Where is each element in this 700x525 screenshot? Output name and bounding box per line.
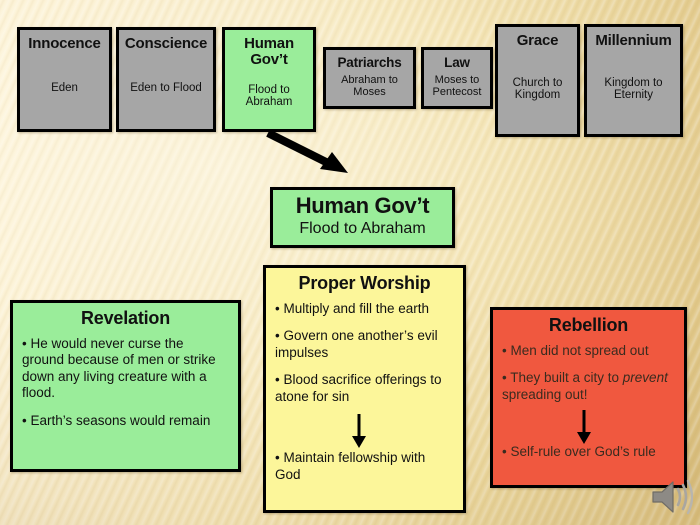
era-title: Grace: [516, 32, 559, 49]
era-title: Millennium: [595, 32, 672, 49]
era-title: Innocence: [28, 35, 101, 52]
panel-bullet-text-post: spreading out!: [502, 386, 588, 402]
panel-arrow-slot: [502, 410, 675, 445]
headline-subtitle: Flood to Abraham: [299, 220, 426, 238]
panel-bullet: • He would never curse the ground becaus…: [22, 335, 216, 401]
panel-title: Proper Worship: [298, 273, 431, 293]
panel-bullet: • Blood sacrifice offerings to atone for…: [275, 372, 442, 404]
era-subtitle: Eden: [51, 82, 78, 95]
panel-bullet: • Self-rule over God’s rule: [502, 444, 656, 460]
arrow-down-icon: [352, 414, 366, 449]
panel-rebellion[interactable]: Rebellion • Men did not spread out • The…: [490, 307, 687, 488]
panel-bullet: • Men did not spread out: [502, 342, 649, 358]
panel-proper-worship[interactable]: Proper Worship • Multiply and fill the e…: [263, 265, 466, 513]
era-box-conscience[interactable]: Conscience Eden to Flood: [116, 27, 216, 132]
era-title: Patriarchs: [337, 55, 402, 70]
panel-arrow-slot: [275, 414, 454, 450]
panel-bullet: • Earth’s seasons would remain: [22, 412, 211, 428]
panel-revelation[interactable]: Revelation • He would never curse the gr…: [10, 300, 241, 472]
era-subtitle: Flood to Abraham: [245, 83, 293, 109]
panel-bullet-text-pre: • They built a city to: [502, 370, 623, 386]
panel-bullet-emphasis: prevent: [622, 370, 668, 386]
headline-box-human-govt[interactable]: Human Gov’t Flood to Abraham: [270, 187, 455, 248]
panel-bullet: • They built a city to prevent spreading…: [502, 370, 675, 403]
era-subtitle: Church to Kingdom: [512, 76, 563, 102]
era-title: Law: [444, 55, 470, 70]
era-subtitle: Eden to Flood: [130, 82, 202, 95]
panel-bullet: • Maintain fellowship with God: [275, 450, 426, 482]
era-box-law[interactable]: Law Moses to Pentecost: [421, 47, 493, 109]
era-subtitle: Moses to Pentecost: [432, 74, 482, 99]
era-subtitle: Kingdom to Eternity: [604, 76, 663, 102]
speaker-icon[interactable]: [649, 477, 693, 517]
era-title: Conscience: [124, 35, 208, 52]
panel-bullet: • Multiply and fill the earth: [275, 300, 430, 316]
arrow-down-icon: [577, 410, 591, 445]
era-box-patriarchs[interactable]: Patriarchs Abraham to Moses: [323, 47, 416, 109]
era-subtitle: Abraham to Moses: [341, 74, 398, 99]
headline-title: Human Gov’t: [295, 193, 430, 219]
era-box-innocence[interactable]: Innocence Eden: [17, 27, 112, 132]
panel-title: Rebellion: [548, 315, 629, 335]
era-box-human-govt[interactable]: Human Gov’t Flood to Abraham: [222, 27, 316, 132]
panel-title: Revelation: [80, 308, 171, 328]
era-box-grace[interactable]: Grace Church to Kingdom: [495, 24, 580, 137]
era-title: Human Gov’t: [244, 35, 294, 68]
era-box-millennium[interactable]: Millennium Kingdom to Eternity: [584, 24, 683, 137]
panel-bullet: • Govern one another’s evil impulses: [275, 328, 438, 360]
